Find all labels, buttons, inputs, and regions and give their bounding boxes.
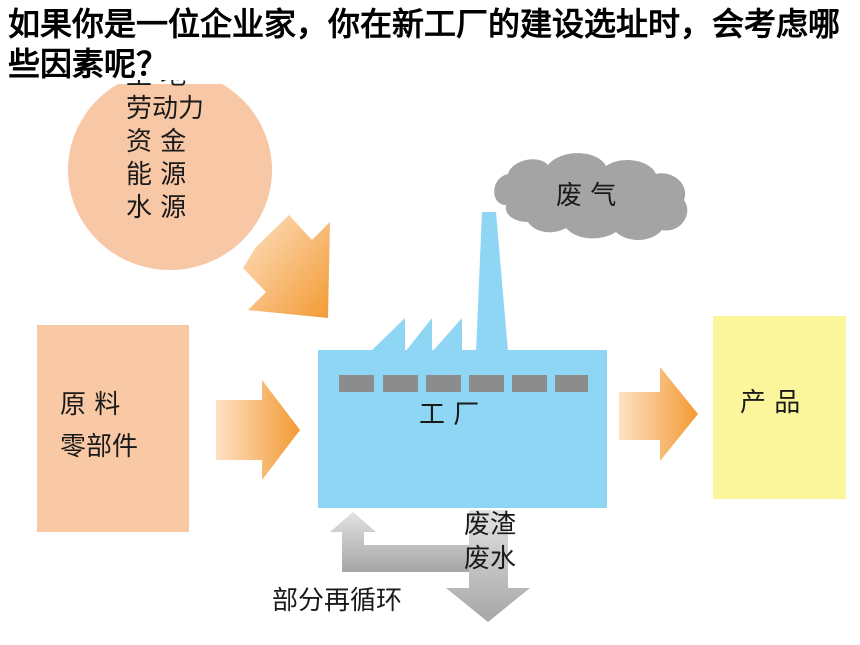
recycle-label: 部分再循环	[272, 586, 403, 616]
title-backdrop	[0, 0, 860, 84]
factors-list: 土 地 劳动力 资 金 能 源 水 源	[126, 80, 236, 280]
product-arrow	[619, 367, 698, 461]
materials-box	[37, 325, 189, 532]
recycle-arrow	[330, 512, 469, 572]
factor-capital: 资 金	[126, 127, 187, 157]
factors-circle	[68, 70, 272, 270]
waste-label-residue: 废渣	[464, 510, 517, 540]
factor-labor: 劳动力	[126, 94, 205, 124]
factory-windows	[339, 375, 588, 392]
factory-label: 工 厂	[419, 400, 480, 430]
factor-land: 土 地	[126, 80, 236, 93]
exhaust-label: 废 气	[556, 181, 617, 211]
factor-energy: 能 源	[126, 160, 187, 190]
factor-water: 水 源	[126, 193, 187, 223]
waste-arrow	[446, 510, 530, 622]
question-title: 如果你是一位企业家，你在新工厂的建设选址时，会考虑哪些因素呢？	[8, 5, 841, 83]
product-label: 产 品	[740, 388, 801, 418]
factory-chimney	[476, 212, 508, 352]
materials-label-raw: 原 料	[60, 390, 121, 420]
waste-label-water: 废水	[464, 544, 517, 574]
factory-roof	[370, 318, 462, 352]
factors-arrow	[243, 215, 330, 318]
materials-label-parts: 零部件	[60, 432, 139, 462]
materials-arrow	[216, 380, 300, 480]
product-box	[713, 316, 846, 499]
exhaust-cloud	[494, 153, 688, 240]
